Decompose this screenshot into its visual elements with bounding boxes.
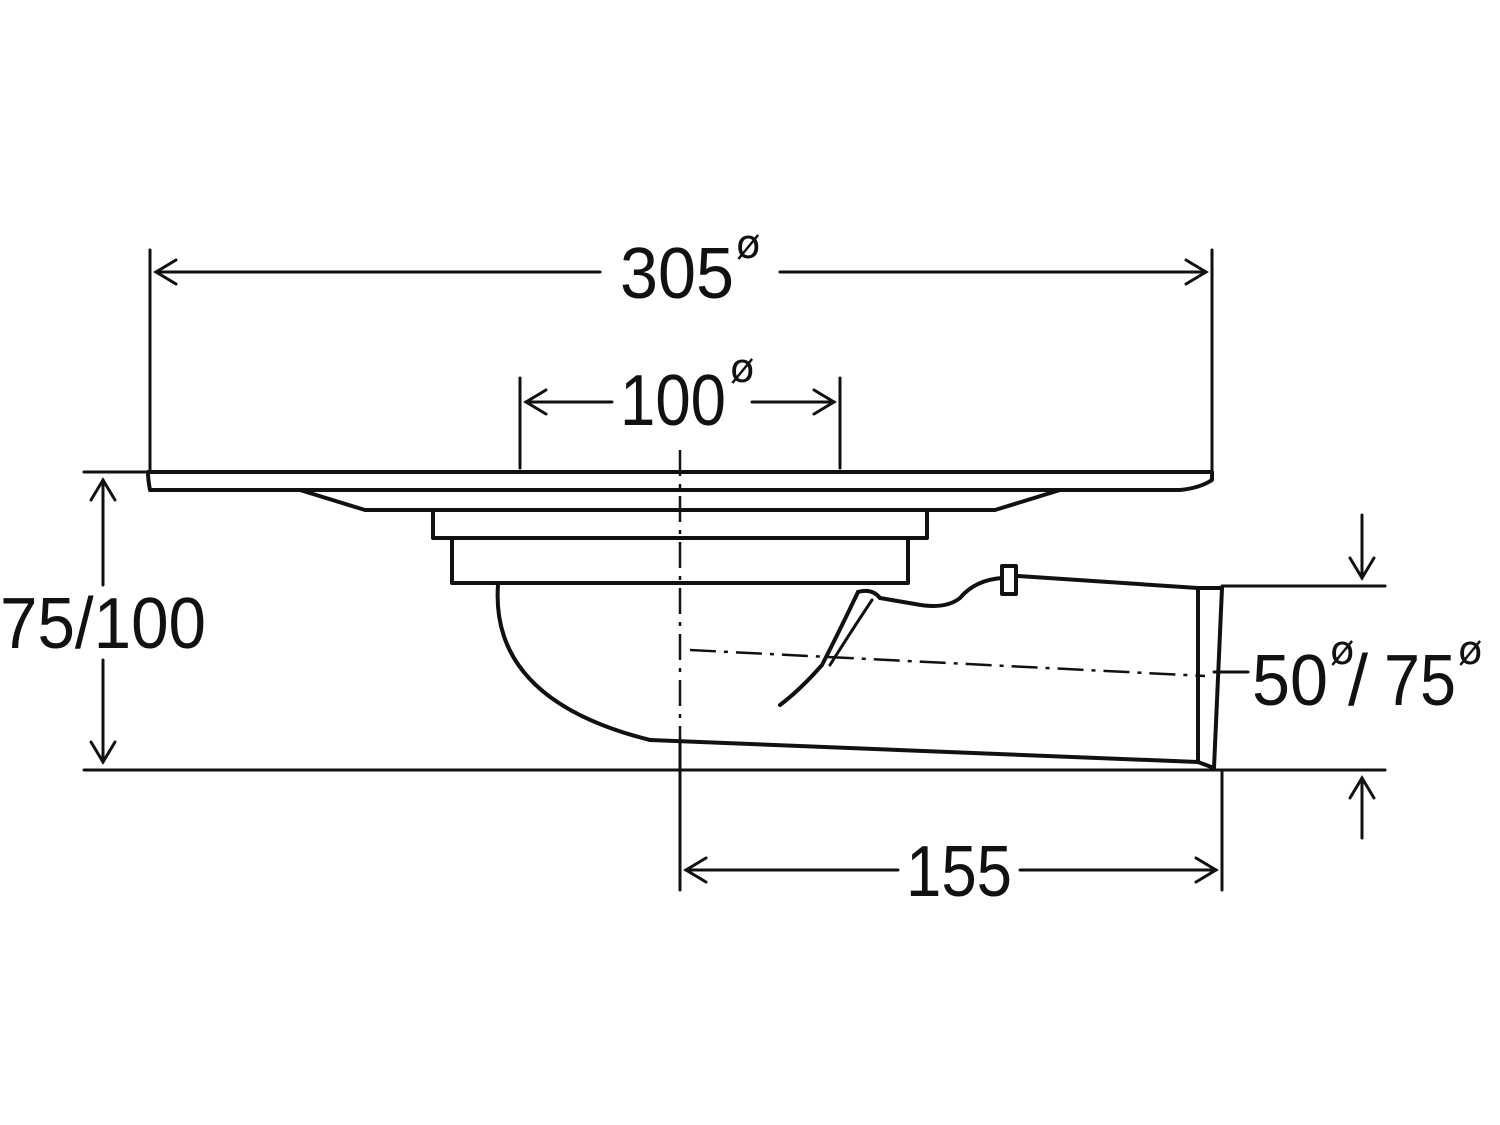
centre-lines bbox=[678, 450, 1206, 740]
dimension-outer-diameter: 305 ø bbox=[148, 222, 1214, 474]
outlet-diameter-value-a: 50 bbox=[1252, 641, 1328, 721]
outlet-length-value: 155 bbox=[906, 832, 1012, 912]
inner-diameter-symbol: ø bbox=[730, 346, 754, 392]
dimension-inner-diameter: 100 ø bbox=[518, 346, 842, 470]
dimension-outlet-diameter: 50 ø / 75 ø bbox=[1212, 513, 1482, 840]
drain-body bbox=[495, 564, 1224, 770]
outer-diameter-value: 305 bbox=[620, 234, 734, 314]
dimension-height: 75/100 bbox=[0, 470, 1387, 772]
dimension-outlet-length: 155 bbox=[678, 738, 1224, 912]
outlet-diameter-symbol-b: ø bbox=[1458, 628, 1482, 674]
outlet-diameter-symbol-a: ø bbox=[1330, 628, 1354, 674]
height-value: 75/100 bbox=[0, 584, 206, 664]
inner-diameter-value: 100 bbox=[620, 361, 726, 441]
outlet-diameter-separator: / bbox=[1348, 641, 1368, 721]
outlet-diameter-value-b: 75 bbox=[1384, 641, 1456, 721]
outer-diameter-symbol: ø bbox=[736, 222, 760, 268]
